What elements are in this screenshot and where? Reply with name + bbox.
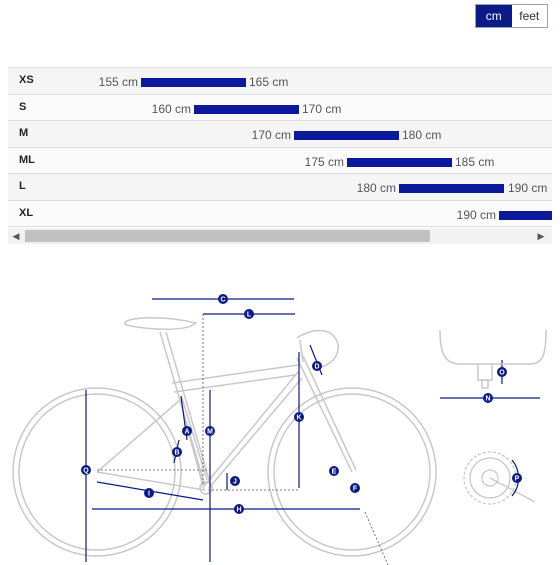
svg-text:P: P [515,476,520,483]
svg-text:E: E [332,469,337,476]
range-max: 190 cm [508,181,548,195]
size-label: S [19,100,27,113]
size-label: XL [19,206,34,219]
range-bar [347,157,452,167]
marker-c: C [218,294,228,304]
marker-p: P [512,473,522,483]
range-max: 170 cm [302,101,342,116]
dimension-lines [85,298,540,562]
range-bar [194,104,299,114]
svg-text:O: O [499,370,505,377]
handlebar-front-view [439,329,547,389]
marker-q: Q [81,465,91,475]
range-min: 190 cm [456,207,496,222]
size-row-ml: ML 175 cm 185 cm [8,147,552,174]
size-label: ML [19,153,35,166]
size-label: XS [19,74,34,86]
svg-text:A: A [184,429,189,436]
bike-geometry-diagram: C L D K M A B Q E J F I H O N P [12,294,547,565]
svg-text:I: I [148,491,150,498]
bike-outline [12,317,437,557]
svg-text:D: D [314,364,319,371]
range-max: 180 cm [402,128,442,142]
scrollbar-thumb[interactable] [25,230,430,242]
marker-b: B [172,447,182,457]
marker-k: K [294,412,304,422]
svg-text:F: F [353,486,358,493]
range-min: 155 cm [98,75,138,89]
range-min: 180 cm [356,181,396,195]
range-min: 160 cm [151,101,191,116]
marker-d: D [312,361,322,371]
range-bar [294,131,399,140]
size-label: L [19,180,26,192]
svg-text:L: L [247,312,252,319]
scroll-left-icon[interactable]: ◀ [12,230,20,241]
svg-text:C: C [220,297,225,304]
range-bar [399,184,504,193]
unit-feet-button[interactable]: feet [511,5,547,27]
size-row-xs: XS 155 cm 165 cm [8,68,552,95]
marker-l: L [244,309,254,319]
svg-text:H: H [236,507,241,514]
size-row-l: L 180 cm 190 cm [8,174,552,201]
svg-text:K: K [296,415,301,422]
svg-text:B: B [174,450,179,457]
unit-toggle: cm feet [475,4,548,28]
marker-e: E [329,466,339,476]
marker-m: M [205,426,215,436]
marker-h: H [234,504,244,514]
dashed-guides [97,314,389,565]
crankset [463,451,536,505]
range-bar [141,78,246,87]
size-label: M [19,127,29,139]
svg-text:M: M [207,429,213,436]
range-min: 175 cm [304,154,344,169]
range-max: 165 cm [249,75,289,89]
svg-text:N: N [485,396,490,403]
marker-o: O [497,367,507,377]
range-min: 170 cm [251,128,291,142]
marker-a: A [182,426,192,436]
scroll-right-icon[interactable]: ▶ [537,230,545,241]
horizontal-scrollbar[interactable]: ◀ ▶ [8,228,552,244]
size-row-xl: XL 190 cm [8,200,552,227]
size-row-s: S 160 cm 170 cm [8,94,552,121]
size-row-m: M 170 cm 180 cm [8,121,552,148]
marker-n: N [483,393,493,403]
range-max: 185 cm [455,154,495,169]
svg-text:J: J [233,479,237,486]
marker-i: I [144,488,154,498]
marker-j: J [230,476,240,486]
marker-f: F [350,483,360,493]
svg-text:Q: Q [83,468,89,475]
range-bar [499,210,552,220]
unit-cm-button[interactable]: cm [476,5,512,27]
size-chart: XS 155 cm 165 cm S 160 cm 170 cm M 170 c… [8,67,552,228]
